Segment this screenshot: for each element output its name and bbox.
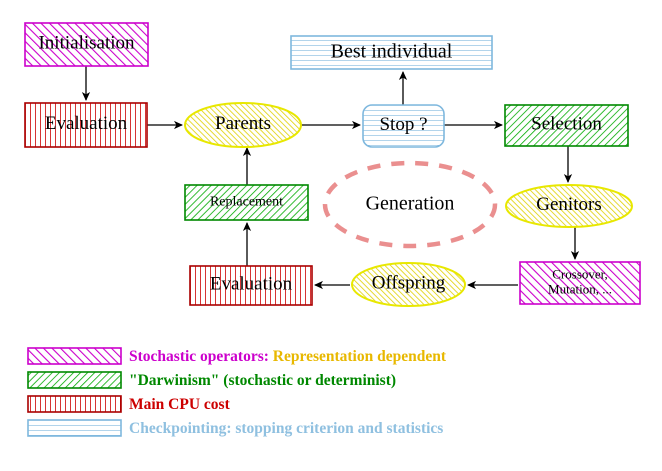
node-shape-evaluation-top: [24, 102, 148, 148]
node-shape-evaluation-bottom: [189, 265, 313, 306]
legend-item-checkpointing: Checkpointing: stopping criterion and st…: [27, 419, 443, 437]
legend-swatch-main-cpu-cost: [27, 395, 122, 413]
node-shape-parents: [184, 102, 302, 148]
node-selection[interactable]: Selection: [504, 104, 629, 147]
node-shape-offspring: [351, 262, 466, 307]
legend-layer: Stochastic operators: Representation dep…: [27, 347, 447, 437]
edges-layer: [81, 66, 580, 290]
node-generation[interactable]: Generation: [322, 160, 498, 249]
legend-item-main-cpu-cost: Main CPU cost: [27, 395, 231, 413]
node-shape-selection: [504, 104, 629, 147]
node-offspring[interactable]: Offspring: [351, 262, 466, 307]
legend-swatch-darwinism: [27, 371, 122, 389]
node-replacement[interactable]: Replacement: [184, 184, 309, 221]
node-evaluation-top[interactable]: Evaluation: [24, 102, 148, 148]
legend-item-stochastic-operators: Stochastic operators: Representation dep…: [27, 347, 447, 365]
node-genitors[interactable]: Genitors: [505, 184, 633, 228]
node-label-generation: Generation: [366, 192, 455, 214]
node-shape-replacement: [184, 184, 309, 221]
node-label-replacement: Replacement: [210, 195, 283, 210]
node-shape-initialisation: [24, 22, 149, 67]
node-initialisation[interactable]: Initialisation: [24, 22, 149, 67]
node-best-individual[interactable]: Best individual: [290, 35, 493, 70]
legend-item-darwinism: "Darwinism" (stochastic or determinist): [27, 371, 396, 389]
node-evaluation-bottom[interactable]: Evaluation: [189, 265, 313, 306]
node-shape-stop: [362, 104, 445, 148]
node-label-parents: Parents: [215, 113, 271, 134]
node-label-best-individual: Best individual: [331, 40, 453, 62]
node-label-stop: Stop ?: [379, 114, 427, 135]
node-label-initialisation: Initialisation: [38, 33, 135, 54]
legend-label-stochastic-operators: Stochastic operators: Representation dep…: [129, 348, 447, 365]
node-shape-best-individual: [290, 35, 493, 70]
node-shape-genitors: [505, 184, 633, 228]
node-label-offspring: Offspring: [372, 273, 446, 294]
node-label-crossover: Crossover,Mutation, ...: [548, 266, 612, 296]
node-shape-crossover: [519, 261, 641, 305]
node-parents[interactable]: Parents: [184, 102, 302, 148]
legend-label-checkpointing: Checkpointing: stopping criterion and st…: [129, 420, 443, 437]
node-label-evaluation-top: Evaluation: [45, 113, 128, 134]
node-shape-generation: [322, 160, 498, 249]
legend-swatch-checkpointing: [27, 419, 122, 437]
legend-label-main-cpu-cost: Main CPU cost: [129, 396, 231, 413]
node-label-selection: Selection: [531, 114, 602, 135]
node-stop[interactable]: Stop ?: [362, 104, 445, 148]
node-crossover[interactable]: Crossover,Mutation, ...: [519, 261, 641, 305]
node-label-evaluation-bottom: Evaluation: [210, 274, 293, 295]
node-label-genitors: Genitors: [536, 194, 601, 215]
legend-label-darwinism: "Darwinism" (stochastic or determinist): [129, 372, 396, 389]
legend-swatch-stochastic-operators: [27, 347, 122, 365]
